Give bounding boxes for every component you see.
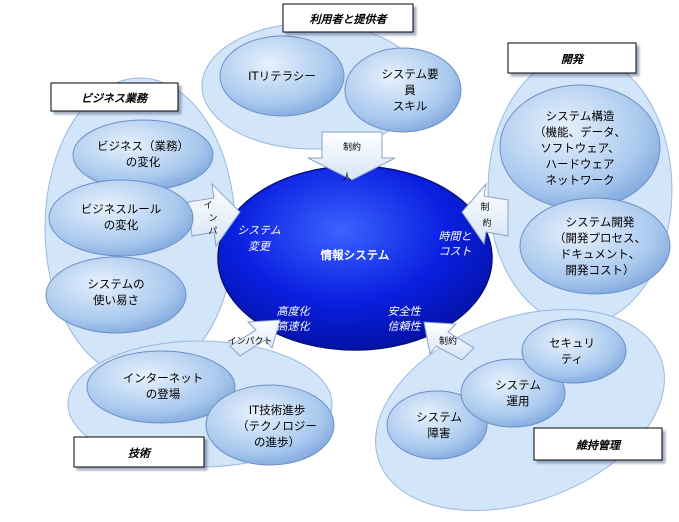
node-security-line2: ティ [561, 352, 583, 366]
node-security-line1: セキュリ [549, 336, 595, 350]
attr-high-speed: 高度化 高速化 [277, 305, 312, 333]
attr-high-speed-line1: 高度化 [277, 305, 312, 318]
arrow-bottom-left [229, 319, 281, 357]
arrow-top [307, 131, 396, 181]
node-failure-line2: 障害 [428, 426, 451, 440]
attr-high-speed-line2: 高速化 [277, 320, 312, 333]
node-system-dev-line4: 開発コスト） [566, 263, 635, 277]
node-system-req [344, 47, 462, 133]
attr-system-change: システム 変更 [237, 224, 281, 253]
attr-safety: 安全性 信頼性 [388, 305, 422, 333]
node-usability [45, 256, 187, 334]
node-system-structure-line2: （機能、データ、 [534, 125, 626, 139]
attr-safety-line1: 安全性 [388, 305, 422, 318]
node-internet-line1: インターネット [123, 371, 204, 385]
arrow-top-label: 制約 [343, 141, 361, 153]
node-failure [386, 390, 488, 460]
category-box-development [507, 42, 637, 74]
node-it-progress-line1: IT技術進歩 [249, 403, 305, 417]
attr-time-cost: 時間と コスト [439, 230, 472, 258]
category-business: ビジネス業務 [81, 92, 149, 105]
node-business-change-line1: ビジネス（業務） [97, 139, 189, 153]
category-development: 開発 [561, 53, 585, 66]
node-internet-line2: の登場 [146, 387, 181, 401]
category-box-users [282, 3, 414, 33]
arrow-right [461, 182, 509, 246]
node-system-req-line2: 員 [404, 83, 416, 97]
category-box-maintenance [533, 427, 663, 461]
arrow-right-2: 約 [482, 217, 491, 229]
attr-system-change-line1: システム [237, 224, 281, 237]
arrow-top-sub: 人 [342, 172, 351, 183]
arrow-left-2: ン [208, 214, 217, 224]
node-system-dev-line1: システム開発 [566, 215, 635, 229]
arrow-left-3: パ [208, 226, 217, 237]
attr-time-cost-line1: 時間と [439, 230, 472, 243]
node-system-dev [519, 197, 671, 295]
node-it-progress-line3: の進歩） [254, 435, 300, 449]
node-usability-line1: システムの [87, 277, 144, 291]
node-it-literacy-line1: ITリテラシー [248, 69, 316, 83]
attr-system-change-line2: 変更 [248, 240, 272, 253]
node-operation-line1: システム [495, 378, 541, 392]
category-users: 利用者と提供者 [310, 13, 389, 26]
node-system-dev-line3: ドキュメント、 [560, 247, 640, 261]
node-it-progress [205, 384, 335, 466]
node-system-dev-line2: （開発プロセス、 [554, 231, 646, 245]
node-operation-line2: 運用 [507, 394, 530, 408]
category-box-business [50, 82, 179, 112]
attr-time-cost-line2: コスト [439, 245, 472, 258]
attr-safety-line2: 信頼性 [388, 320, 422, 333]
arrow-bottom-right-label: 制約 [439, 335, 457, 347]
node-business-rule-line1: ビジネスルール [81, 202, 162, 216]
node-it-literacy [219, 35, 345, 117]
arrow-left-1: イ [203, 201, 212, 211]
node-failure-line1: システム [416, 410, 462, 424]
arrow-right-1: 制 [480, 201, 489, 213]
node-internet [86, 350, 236, 424]
node-it-progress-line2: （テクノロジー [237, 419, 317, 433]
node-system-req-line1: システム要 [381, 67, 438, 81]
node-business-rule [48, 179, 194, 257]
center-title: 情報システム [320, 248, 390, 262]
category-maintenance: 維持管理 [575, 439, 622, 452]
arrow-bottom-right [423, 321, 475, 361]
node-system-structure-line5: ネットワーク [546, 173, 615, 187]
category-technology: 技術 [128, 447, 152, 460]
node-system-structure-line3: ソフトウェア、 [540, 141, 619, 155]
node-system-structure-line4: ハードウェア [546, 157, 615, 171]
node-usability-line2: 使い易さ [93, 293, 139, 307]
node-operation [460, 358, 566, 428]
arrow-bottom-left-label: インパクト [227, 336, 272, 347]
node-business-change-line2: の変化 [126, 155, 161, 169]
node-security [521, 318, 627, 384]
node-business-rule-line2: の変化 [104, 218, 139, 232]
category-box-technology [73, 436, 205, 468]
node-system-structure-line1: システム構造 [546, 109, 615, 123]
arrow-left [187, 182, 241, 248]
node-system-req-line3: スキル [393, 99, 428, 113]
